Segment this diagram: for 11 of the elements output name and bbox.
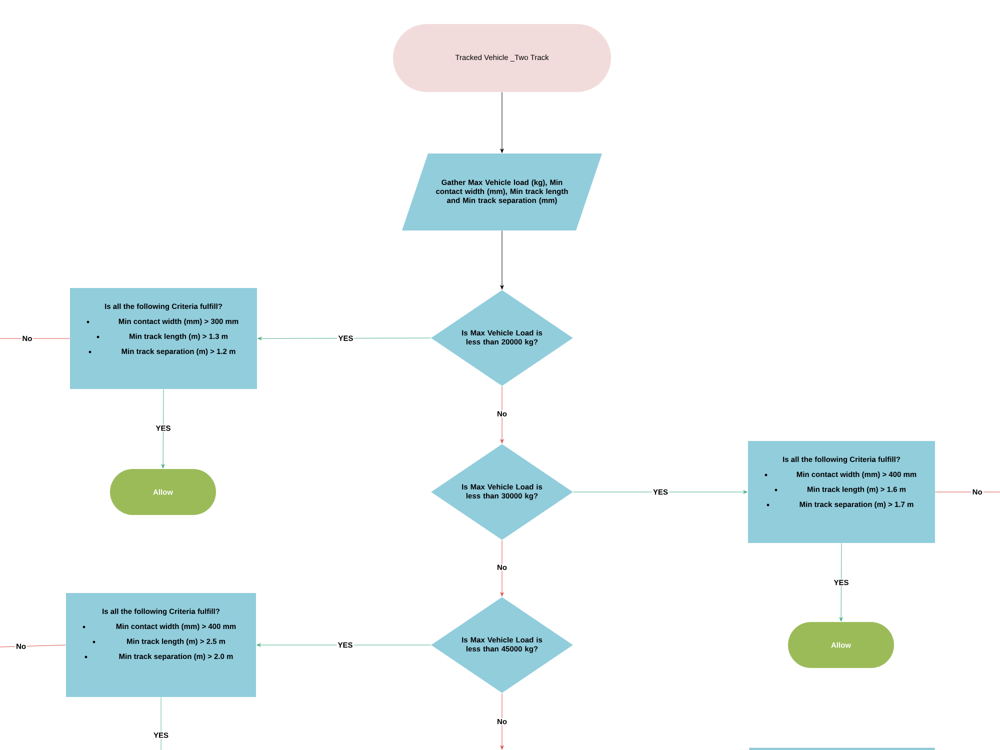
arrow (500, 386, 504, 444)
arrow (839, 542, 843, 622)
arrow (161, 388, 165, 468)
arrow (500, 692, 504, 750)
arrow (500, 92, 504, 153)
arrow (256, 643, 432, 647)
arrow (258, 336, 432, 340)
process-box (749, 748, 935, 750)
arrow (500, 230, 504, 290)
arrow (500, 540, 504, 596)
arrow (572, 490, 748, 494)
